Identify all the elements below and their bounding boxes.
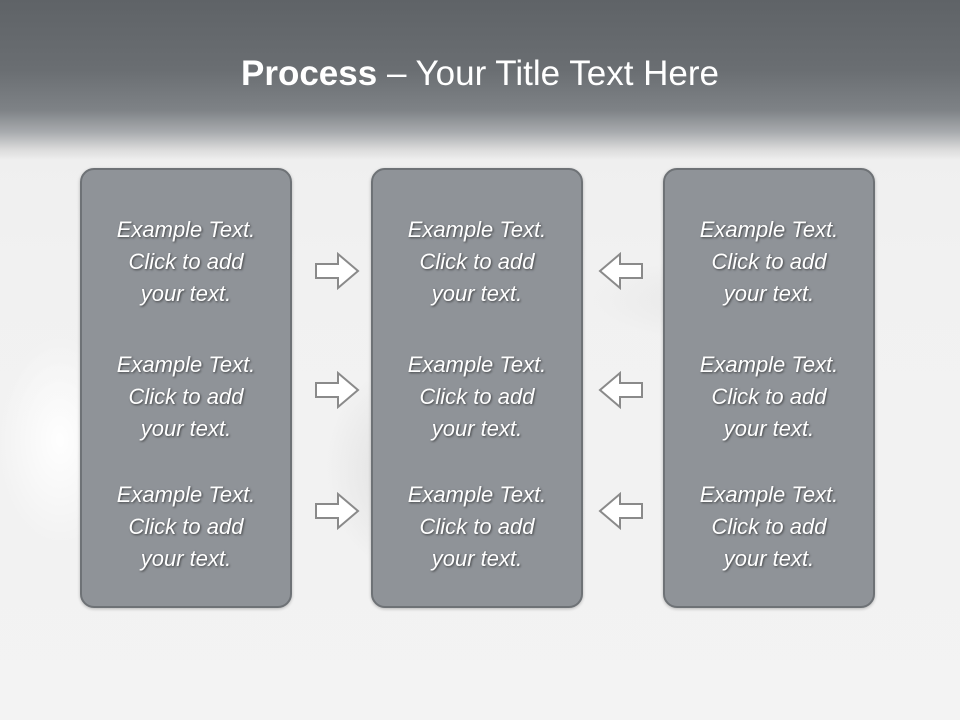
panel-text[interactable]: Example Text. Click to add your text.: [407, 217, 547, 306]
panel-text[interactable]: Example Text. Click to add your text.: [116, 352, 256, 441]
panel-text[interactable]: Example Text. Click to add your text.: [116, 482, 256, 571]
left-arrow-icon: [598, 492, 644, 530]
slide-title[interactable]: Process – Your Title Text Here: [0, 50, 960, 98]
panel-text[interactable]: Example Text. Click to add your text.: [116, 217, 256, 306]
panel-text[interactable]: Example Text. Click to add your text.: [699, 352, 839, 441]
title-rest: – Your Title Text Here: [377, 54, 719, 93]
title-bar: [0, 0, 960, 160]
left-arrow-icon: [598, 252, 644, 290]
right-arrow-icon: [314, 252, 360, 290]
process-panel-center[interactable]: Example Text. Click to add your text. Ex…: [371, 168, 583, 608]
left-arrow-icon: [598, 371, 644, 409]
panel-text[interactable]: Example Text. Click to add your text.: [699, 217, 839, 306]
panel-text[interactable]: Example Text. Click to add your text.: [699, 482, 839, 571]
process-panel-left[interactable]: Example Text. Click to add your text. Ex…: [80, 168, 292, 608]
panel-text[interactable]: Example Text. Click to add your text.: [407, 482, 547, 571]
right-arrow-icon: [314, 492, 360, 530]
title-bold: Process: [241, 54, 378, 93]
process-panel-right[interactable]: Example Text. Click to add your text. Ex…: [663, 168, 875, 608]
panel-text[interactable]: Example Text. Click to add your text.: [407, 352, 547, 441]
right-arrow-icon: [314, 371, 360, 409]
